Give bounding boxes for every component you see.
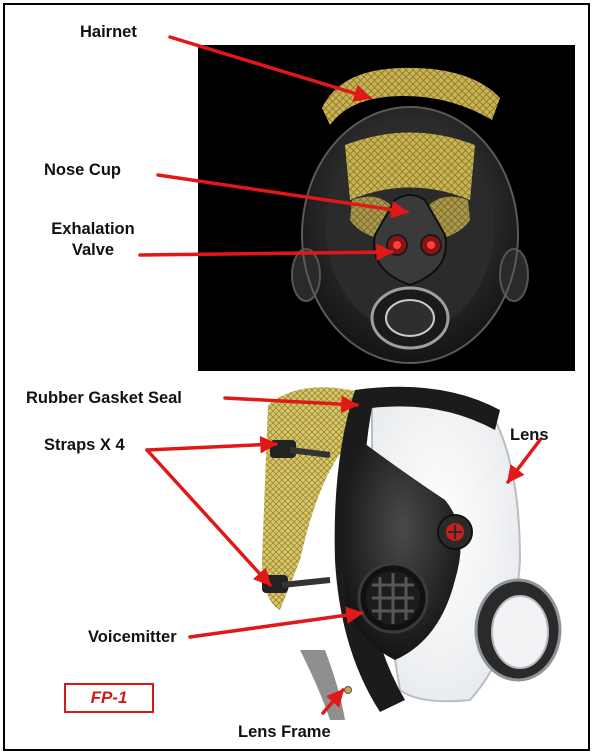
label-exhalation-valve-line1: Exhalation <box>38 219 148 240</box>
arrow-lens <box>508 440 540 482</box>
label-hairnet: Hairnet <box>80 22 137 43</box>
label-exhalation-valve-line2: Valve <box>38 240 148 261</box>
label-lens: Lens <box>510 425 549 446</box>
label-rubber-gasket-seal: Rubber Gasket Seal <box>26 388 182 409</box>
figure-id-badge: FP-1 <box>64 683 154 713</box>
label-exhalation-valve: Exhalation Valve <box>38 219 148 260</box>
label-nose-cup: Nose Cup <box>44 160 121 181</box>
label-lens-frame: Lens Frame <box>238 722 331 743</box>
figure-id-text: FP-1 <box>91 688 128 708</box>
label-straps: Straps X 4 <box>44 435 125 456</box>
label-voicemitter: Voicemitter <box>88 627 177 648</box>
arrow-straps-lower <box>147 450 270 585</box>
arrow-voicemitter <box>190 613 362 637</box>
arrow-straps-upper <box>147 444 276 450</box>
